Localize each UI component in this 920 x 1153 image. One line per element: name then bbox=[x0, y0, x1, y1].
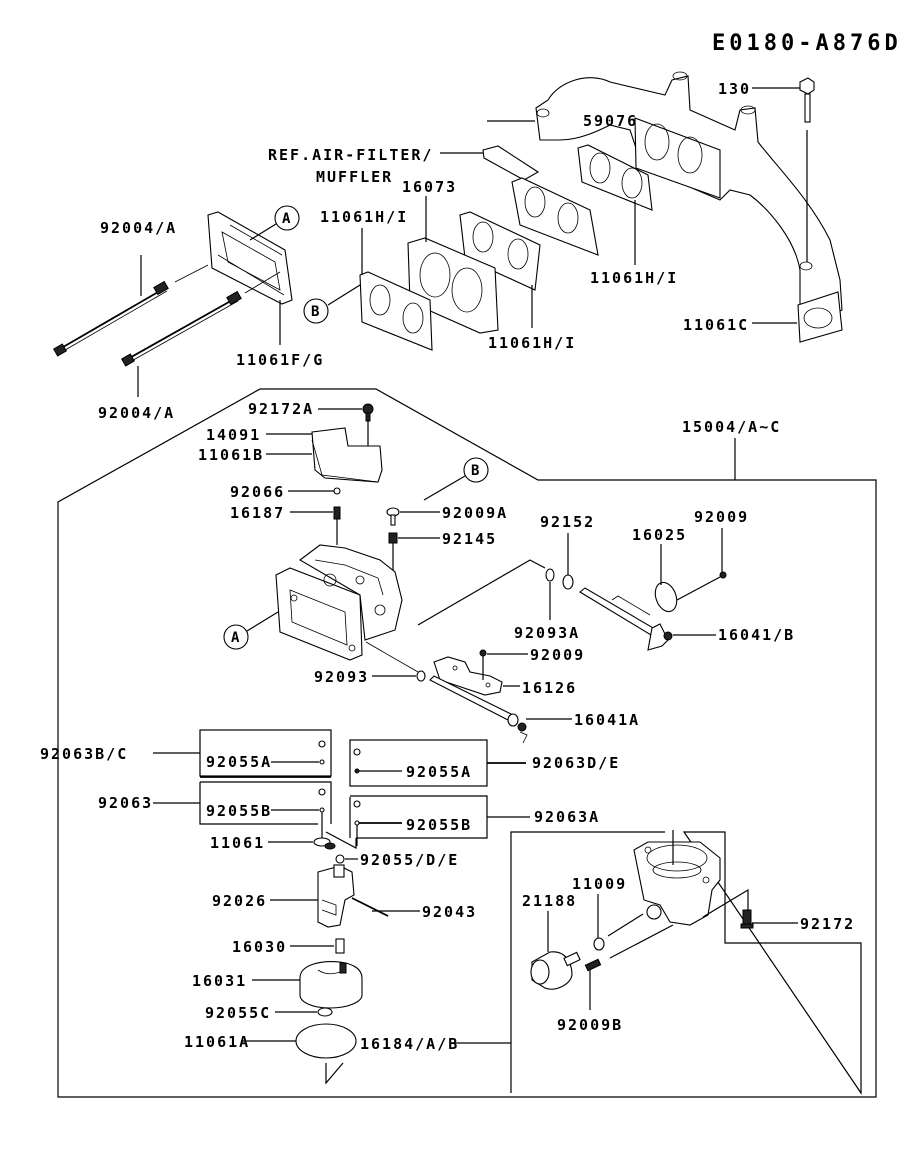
label-130: 130 bbox=[718, 80, 751, 98]
jet-kit-92063-box bbox=[199, 781, 332, 825]
label-11061hi-left: 11061H/I bbox=[320, 208, 408, 226]
choke-plate-16025 bbox=[654, 581, 678, 613]
label-92055de: 92055/D/E bbox=[360, 851, 459, 869]
label-11061b: 11061B bbox=[198, 446, 264, 464]
oring-92055de bbox=[335, 854, 345, 864]
label-92172: 92172 bbox=[800, 915, 855, 933]
label-11061a: 11061A bbox=[184, 1033, 250, 1051]
callout-b-upper: B bbox=[303, 284, 361, 324]
washer-92093a bbox=[545, 568, 555, 582]
spring-92145 bbox=[388, 532, 398, 544]
callout-a-upper: A bbox=[249, 205, 300, 241]
choke-shaft-16041b bbox=[579, 587, 673, 651]
label-92009a: 92009A bbox=[442, 504, 508, 522]
screw-92009a bbox=[386, 507, 400, 526]
oring-92055c bbox=[317, 1007, 333, 1017]
needle-16030 bbox=[335, 938, 345, 954]
screw-92009-throttle bbox=[479, 649, 487, 680]
svg-text:B: B bbox=[471, 463, 479, 479]
solenoid-92026 bbox=[317, 864, 355, 928]
label-muffler: MUFFLER bbox=[316, 168, 393, 186]
callout-a-lower: A bbox=[223, 611, 279, 650]
label-92055a-right: 92055A bbox=[406, 763, 472, 781]
label-92093a: 92093A bbox=[514, 624, 580, 642]
label-92055c: 92055C bbox=[205, 1004, 271, 1022]
label-16041a: 16041A bbox=[574, 711, 640, 729]
float-chamber-16184 bbox=[633, 830, 721, 926]
gasket-left bbox=[359, 271, 433, 351]
washer-92093 bbox=[416, 670, 426, 682]
label-16030: 16030 bbox=[232, 938, 287, 956]
svg-text:B: B bbox=[311, 304, 319, 320]
label-21188: 21188 bbox=[522, 892, 577, 910]
part-92066 bbox=[333, 487, 341, 495]
label-92009b: 92009B bbox=[557, 1016, 623, 1034]
label-16025: 16025 bbox=[632, 526, 687, 544]
label-16041b: 16041/B bbox=[718, 626, 795, 644]
label-92055a-left: 92055A bbox=[206, 753, 272, 771]
insulator-11061fg bbox=[207, 211, 293, 305]
label-92063bc: 92063B/C bbox=[40, 745, 128, 763]
label-92004a-top: 92004/A bbox=[100, 219, 177, 237]
gasket-11061c bbox=[797, 291, 843, 343]
fuel-cut-valve-21188 bbox=[530, 951, 581, 990]
screw-92009b bbox=[584, 958, 602, 1010]
label-11061fg: 11061F/G bbox=[236, 351, 324, 369]
stud-92004a-1 bbox=[52, 280, 169, 357]
carburetor-assembly-frame bbox=[57, 388, 877, 1098]
label-16187: 16187 bbox=[230, 504, 285, 522]
gasket-mid bbox=[459, 211, 541, 291]
label-92055b-right: 92055B bbox=[406, 816, 472, 834]
callout-b-lower: B bbox=[423, 457, 489, 501]
label-92172a: 92172A bbox=[248, 400, 314, 418]
label-16073: 16073 bbox=[402, 178, 457, 196]
label-59076: 59076 bbox=[583, 112, 638, 130]
plate-14091 bbox=[311, 427, 383, 483]
label-92093: 92093 bbox=[314, 668, 369, 686]
svg-text:A: A bbox=[282, 211, 291, 227]
gasket-upper-2 bbox=[577, 144, 653, 211]
bolt-130 bbox=[799, 77, 815, 262]
bolt-92172 bbox=[740, 909, 754, 929]
label-16184: 16184/A/B bbox=[360, 1035, 459, 1053]
label-92066: 92066 bbox=[230, 483, 285, 501]
label-11009: 11009 bbox=[572, 875, 627, 893]
throttle-shaft-16041a bbox=[429, 675, 528, 744]
screw-92009-choke bbox=[719, 571, 727, 579]
label-11061: 11061 bbox=[210, 834, 265, 852]
label-11061hi-right: 11061H/I bbox=[590, 269, 678, 287]
label-92152: 92152 bbox=[540, 513, 595, 531]
label-92063: 92063 bbox=[98, 794, 153, 812]
label-92145: 92145 bbox=[442, 530, 497, 548]
seal-92152 bbox=[562, 574, 574, 590]
stud-92004a-2 bbox=[120, 290, 242, 367]
label-92026: 92026 bbox=[212, 892, 267, 910]
gasket-upper-1 bbox=[511, 177, 599, 256]
gasket-11061 bbox=[313, 837, 336, 850]
carburetor-body bbox=[275, 544, 403, 661]
label-11061c: 11061C bbox=[683, 316, 749, 334]
label-92055b-left: 92055B bbox=[206, 802, 272, 820]
label-15004: 15004/A~C bbox=[682, 418, 781, 436]
washer-11009 bbox=[593, 937, 605, 951]
label-16126: 16126 bbox=[522, 679, 577, 697]
label-92063a: 92063A bbox=[534, 808, 600, 826]
label-11061hi-mid: 11061H/I bbox=[488, 334, 576, 352]
screw-16187 bbox=[333, 506, 341, 520]
label-16031: 16031 bbox=[192, 972, 247, 990]
float-chamber-box bbox=[510, 831, 862, 1095]
throttle-plate-16126 bbox=[433, 656, 503, 696]
gasket-11061a bbox=[295, 1023, 357, 1059]
diagram-code: E0180-A876D bbox=[712, 31, 902, 56]
label-92063de: 92063D/E bbox=[532, 754, 620, 772]
float-16031 bbox=[299, 961, 363, 1009]
label-92009-mid: 92009 bbox=[530, 646, 585, 664]
label-92043: 92043 bbox=[422, 903, 477, 921]
label-92009-top: 92009 bbox=[694, 508, 749, 526]
intake-manifold bbox=[535, 71, 843, 321]
label-ref-air-filter: REF.AIR-FILTER/ bbox=[268, 146, 433, 164]
svg-text:A: A bbox=[231, 630, 240, 646]
label-92004a-bottom: 92004/A bbox=[98, 404, 175, 422]
label-14091: 14091 bbox=[206, 426, 261, 444]
